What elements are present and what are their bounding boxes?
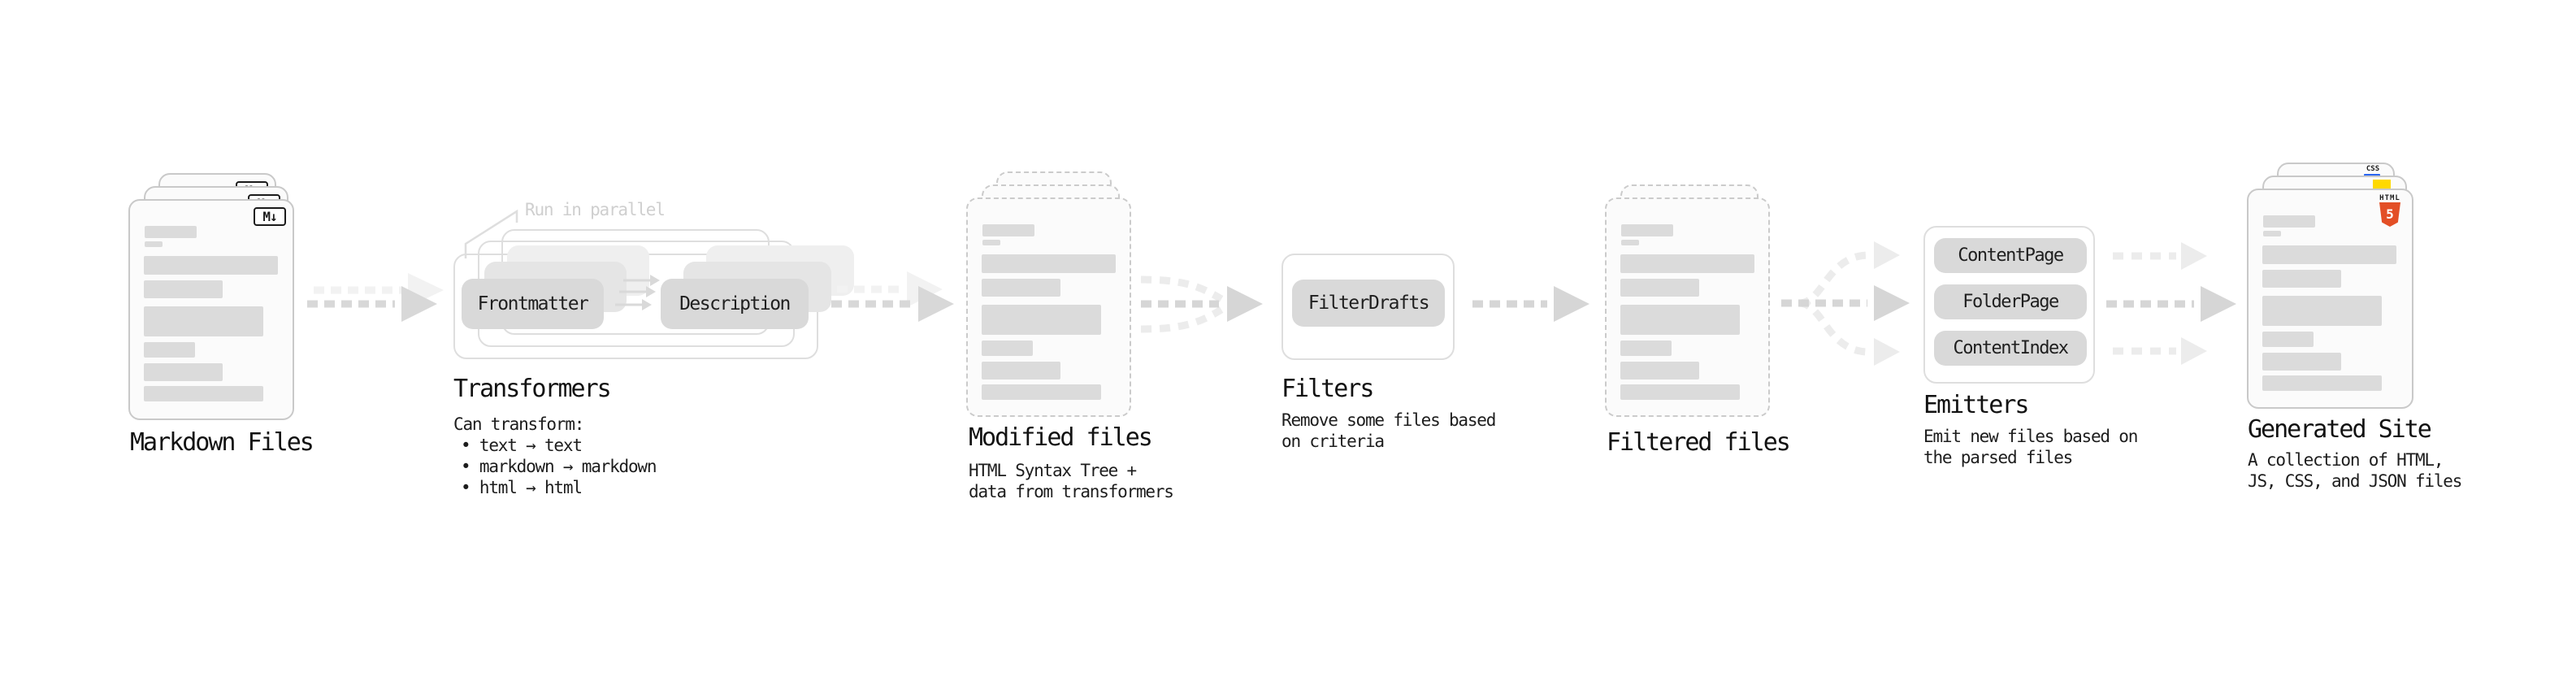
html5-icon-text: HTML <box>2379 194 2400 202</box>
description-chip: Description <box>661 279 809 329</box>
folderpage-chip: FolderPage <box>1934 284 2087 319</box>
transformers-description: Can transform: • text → text • markdown … <box>453 414 657 498</box>
modified-files-description-line: HTML Syntax Tree + <box>969 461 1137 480</box>
arrow-filters-to-filtered <box>1472 286 1589 322</box>
transform-bullet: • markdown → markdown <box>461 457 657 476</box>
transformers-label: Transformers <box>453 375 612 403</box>
transform-bullet: • text → text <box>461 436 583 455</box>
frontmatter-chip: Frontmatter <box>462 279 604 329</box>
markdown-files-label: Markdown Files <box>130 428 314 457</box>
generated-site-label: Generated Site <box>2248 415 2432 444</box>
emitters-description: Emit new files based on the parsed files <box>1923 426 2138 468</box>
arrow-emitters-to-generated <box>2106 242 2236 365</box>
markdown-icon: M↓ <box>254 207 286 226</box>
filterdrafts-chip: FilterDrafts <box>1292 280 1445 327</box>
transformers-intro: Can transform: <box>453 414 584 434</box>
generated-site-description-line: JS, CSS, and JSON files <box>2248 471 2462 491</box>
contentpage-chip: ContentPage <box>1934 238 2087 273</box>
run-in-parallel-annotation: Run in parallel <box>525 200 666 219</box>
modified-file-front <box>966 197 1131 417</box>
contentindex-chip: ContentIndex <box>1934 331 2087 366</box>
modified-files-label: Modified files <box>969 423 1153 452</box>
css-icon-text: CSS <box>2366 165 2380 173</box>
modified-files-description-line: data from transformers <box>969 482 1174 501</box>
markdown-file-front: M↓ <box>128 199 294 420</box>
filtered-file-front <box>1605 197 1770 417</box>
js-icon <box>2373 180 2391 190</box>
generated-html-file: HTML 5 <box>2247 189 2413 409</box>
transform-bullet: • html → html <box>461 478 583 497</box>
filters-description-line: on criteria <box>1281 432 1385 451</box>
generated-site-description-line: A collection of HTML, <box>2248 450 2444 470</box>
emitters-description-line: Emit new files based on <box>1923 427 2138 446</box>
emitters-label: Emitters <box>1923 391 2029 419</box>
filters-description: Remove some files based on criteria <box>1281 410 1496 452</box>
arrow-filtered-to-emitters-diverge <box>1781 241 1910 366</box>
arrow-modified-to-filters-merge <box>1140 275 1263 333</box>
html5-shield: 5 <box>2379 202 2400 227</box>
filtered-files-label: Filtered files <box>1607 428 1791 457</box>
filters-description-line: Remove some files based <box>1281 410 1496 430</box>
arrow-markdown-to-transformers <box>307 273 444 322</box>
filters-label: Filters <box>1281 375 1374 403</box>
generated-site-description: A collection of HTML, JS, CSS, and JSON … <box>2248 449 2462 492</box>
emitters-description-line: the parsed files <box>1923 448 2073 467</box>
modified-files-description: HTML Syntax Tree + data from transformer… <box>969 460 1174 502</box>
html5-icon: HTML 5 <box>2378 194 2402 227</box>
